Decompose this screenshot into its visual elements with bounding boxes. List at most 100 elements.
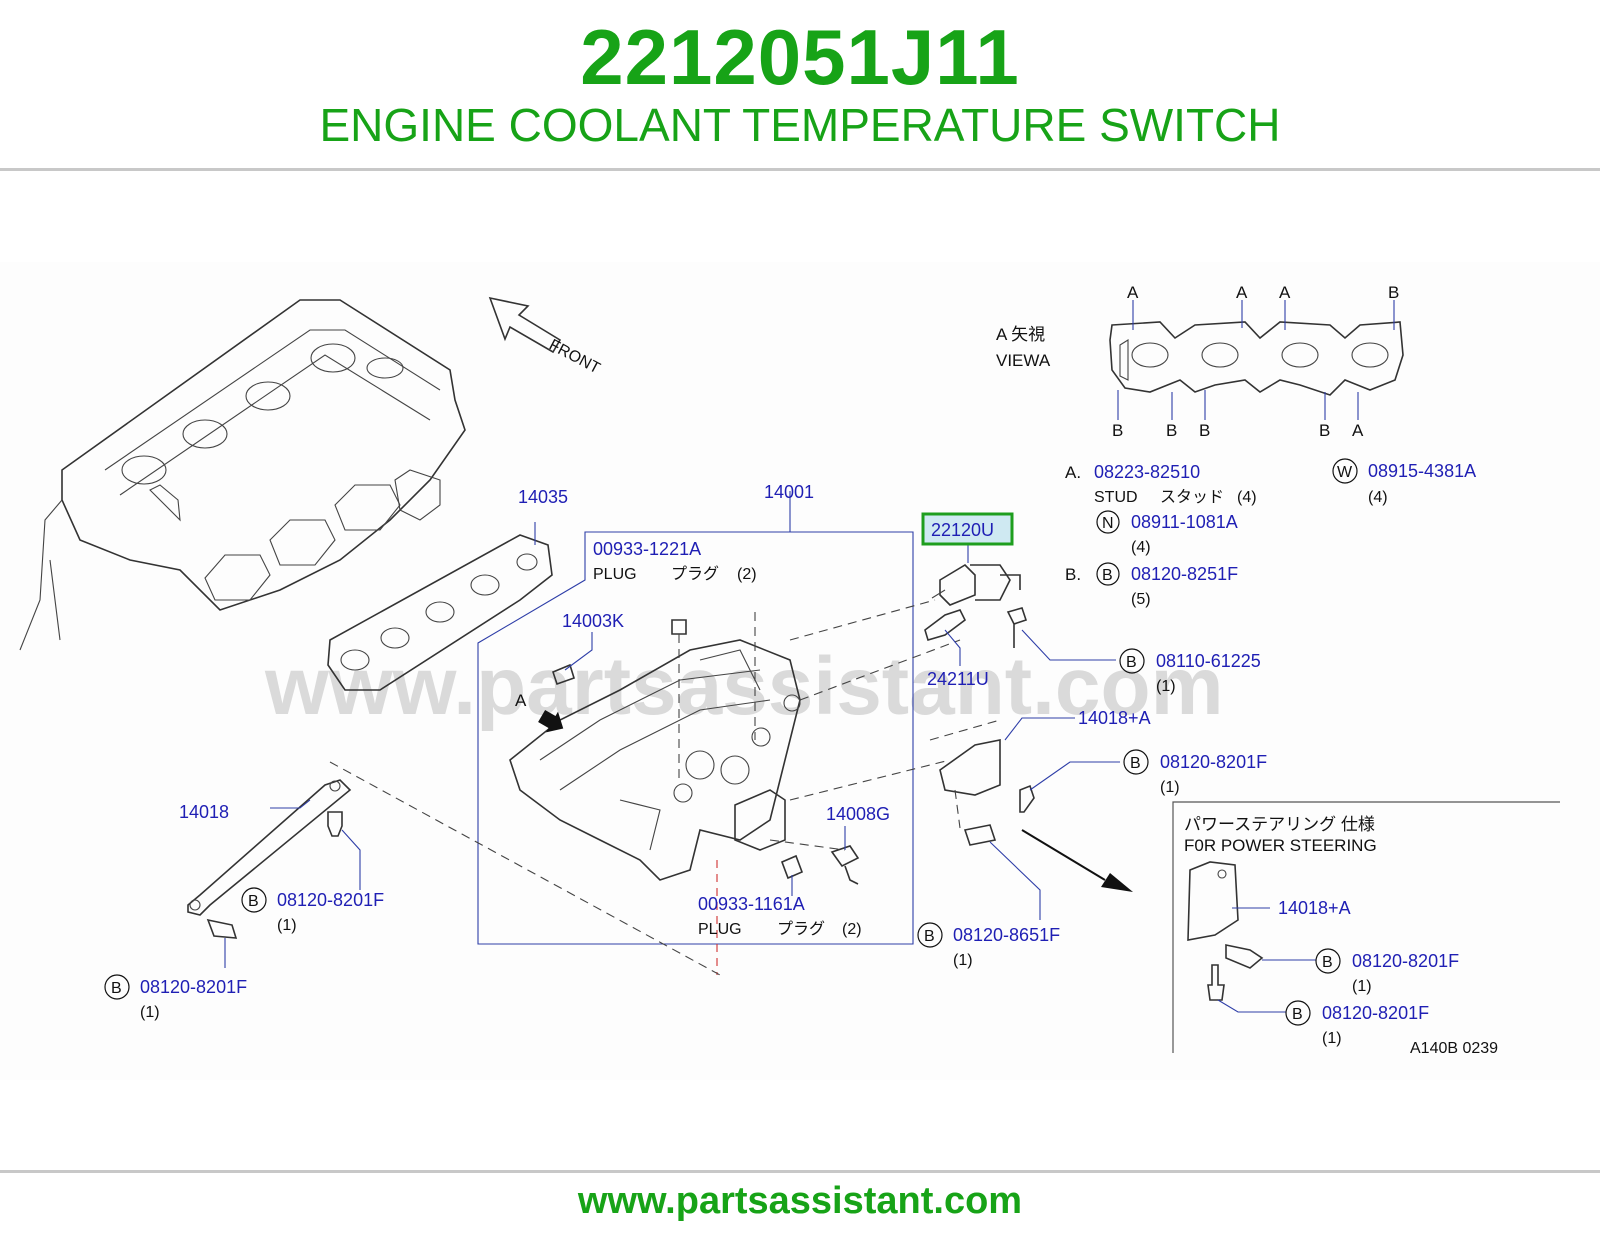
- inset-bracket-drawing: [1187, 861, 1239, 941]
- bolt-right-drawing: [1019, 784, 1035, 813]
- note-stud-qty: (4): [1237, 489, 1257, 506]
- b-letter-8201f-bottom: B: [111, 980, 122, 997]
- plug-top-drawing: [671, 619, 687, 635]
- callout-08120-8201f-right[interactable]: 08120-8201F: [1160, 752, 1267, 772]
- qty-08110: (1): [1156, 678, 1176, 695]
- w-circle-icon: [1332, 458, 1358, 484]
- b-circle-icon-8201f-bottom: [104, 974, 130, 1000]
- note-a-part-link[interactable]: 08223-82510: [1094, 462, 1200, 482]
- b-letter-08110: B: [1126, 654, 1137, 671]
- callout-14008g[interactable]: 14008G: [826, 804, 890, 824]
- plug-bottom-qty: (2): [842, 921, 862, 938]
- callout-08120-8651f[interactable]: 08120-8651F: [953, 925, 1060, 945]
- intake-manifold-group-box: [477, 531, 914, 945]
- callout-14018a[interactable]: 14018+A: [1078, 708, 1151, 728]
- intake-gasket-drawing: [327, 534, 553, 691]
- callout-14001[interactable]: 14001: [764, 482, 814, 502]
- b-circle-icon-8651f: [917, 922, 943, 948]
- qty-8201f-bottom: (1): [140, 1004, 160, 1021]
- b-letter-8201f-right: B: [1130, 755, 1141, 772]
- intake-manifold-drawing: [509, 639, 801, 881]
- b-circle-icon-8201f-right: [1123, 749, 1149, 775]
- callout-08120-8201f-bottom[interactable]: 08120-8201F: [140, 977, 247, 997]
- note-stud-jp: スタッド: [1160, 488, 1224, 506]
- note-a-prefix: A.: [1065, 463, 1081, 482]
- b-circle-icon-8201f-left: [241, 887, 267, 913]
- bolt-stay-lower-drawing: [206, 918, 238, 939]
- gasket-letter-bottom-3: B: [1199, 421, 1210, 440]
- note-w-part-link[interactable]: 08915-4381A: [1368, 461, 1476, 481]
- inset-bolt-1-drawing: [1225, 944, 1264, 969]
- gasket-letter-top-2: A: [1236, 283, 1248, 302]
- callout-00933-1161a[interactable]: 00933-1161A: [698, 894, 805, 914]
- qty-8651f: (1): [953, 952, 973, 969]
- callout-22120u-highlighted[interactable]: 22120U: [931, 520, 994, 540]
- coolant-temp-switch-drawing: [931, 563, 1021, 606]
- dowel-drawing: [552, 663, 575, 686]
- view-a-arrow-icon: [538, 709, 564, 733]
- callout-00933-1221a[interactable]: 00933-1221A: [593, 539, 701, 559]
- bracket-drawing: [924, 609, 967, 641]
- inset-pointer-arrow-icon: [1101, 873, 1133, 892]
- plug-bottom-drawing: [780, 854, 804, 880]
- bolt-08110-drawing: [1006, 607, 1028, 648]
- w-circle-letter: W: [1337, 464, 1353, 481]
- qty-8201f-right: (1): [1160, 779, 1180, 796]
- gasket-letter-bottom-2: B: [1166, 421, 1177, 440]
- inset-callout-8201f-1[interactable]: 08120-8201F: [1352, 951, 1459, 971]
- plug-top-label: PLUG: [593, 566, 637, 583]
- gasket-letter-top-1: A: [1127, 283, 1139, 302]
- b-letter-8651f: B: [924, 928, 935, 945]
- callout-08120-8201f-left[interactable]: 08120-8201F: [277, 890, 384, 910]
- footer-url[interactable]: www.partsassistant.com: [577, 1180, 1023, 1222]
- front-arrow-icon: [488, 296, 562, 354]
- note-stud-label: STUD: [1094, 489, 1138, 506]
- header-divider: [0, 168, 1600, 171]
- qty-8201f-left: (1): [277, 917, 297, 934]
- engine-stay-drawing: [187, 779, 352, 916]
- inset-frame: [1172, 801, 1560, 1053]
- n-circle-icon: [1096, 510, 1120, 534]
- highlight-box: [921, 512, 1014, 546]
- watermark-text: www.partsassistant.com: [264, 641, 1224, 732]
- plug-bottom-jp: プラグ: [777, 920, 825, 938]
- inset-b-circle-icon-2: [1285, 1000, 1311, 1026]
- part-number-title: 2212051J11: [580, 13, 1020, 101]
- plug-top-jp: プラグ: [671, 565, 719, 583]
- gasket-view-a-drawing: [1109, 321, 1404, 396]
- part-name-subtitle: ENGINE COOLANT TEMPERATURE SWITCH: [319, 99, 1281, 151]
- callout-14003k[interactable]: 14003K: [562, 611, 624, 631]
- b-circle-icon-08110: [1119, 648, 1145, 674]
- bolt-stay-upper-drawing: [327, 811, 343, 837]
- b-circle-icon: [1096, 562, 1120, 586]
- footer-divider: [0, 1170, 1600, 1173]
- note-b-qty: (5): [1131, 591, 1151, 608]
- gasket-letter-bottom-5: A: [1352, 421, 1364, 440]
- note-n-qty: (4): [1131, 539, 1151, 556]
- inset-qty-1: (1): [1352, 978, 1372, 995]
- plug-top-qty: (2): [737, 566, 757, 583]
- note-n-part-link[interactable]: 08911-1081A: [1131, 512, 1238, 532]
- inset-pointer-line: [1021, 829, 1106, 881]
- inset-callout-14018a[interactable]: 14018+A: [1278, 898, 1351, 918]
- engine-block-drawing: [19, 299, 466, 651]
- inset-callout-8201f-2[interactable]: 08120-8201F: [1322, 1003, 1429, 1023]
- view-a-caption: VIEWA: [996, 351, 1051, 370]
- callout-14035[interactable]: 14035: [518, 487, 568, 507]
- inset-b-letter-1: B: [1322, 954, 1333, 971]
- inset-bolt-2-drawing: [1207, 964, 1225, 1001]
- gasket-letter-leaders: [1117, 300, 1395, 420]
- plug-bottom-label: PLUG: [698, 921, 742, 938]
- note-b-part-link[interactable]: 08120-8251F: [1131, 564, 1238, 584]
- inset-title-en: F0R POWER STEERING: [1184, 836, 1377, 855]
- inset-title-jp: パワーステアリング 仕様: [1184, 815, 1375, 834]
- support-bracket-right-drawing: [939, 739, 1001, 796]
- callout-14018[interactable]: 14018: [179, 802, 229, 822]
- view-a-marker: A: [515, 691, 527, 710]
- b-circle-letter: B: [1102, 567, 1113, 584]
- callout-08110-61225[interactable]: 08110-61225: [1156, 651, 1261, 671]
- callout-24211u[interactable]: 24211U: [927, 669, 989, 689]
- gasket-letter-bottom-4: B: [1319, 421, 1330, 440]
- water-pipe-drawing: [830, 845, 860, 885]
